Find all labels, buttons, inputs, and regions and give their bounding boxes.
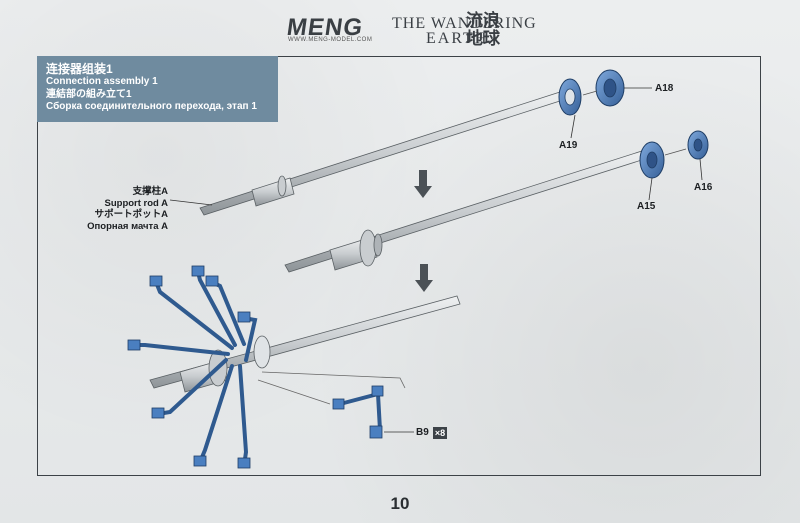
support-rod-label-ru: Опорная мачта A [87,220,168,232]
film-title-line1: THE WANDERING [392,15,537,32]
page-number: 10 [390,494,410,513]
label-b9: B9 [416,427,429,438]
wandering-earth-logo: THE WANDERING EARTH [392,15,537,47]
b9-leader-line [261,371,406,389]
support-rod-step3 [149,295,461,393]
support-rod-label: 支撑柱A Support rod A サポートポットA Опорная мачт… [78,186,168,232]
step-arrow-1 [414,170,432,198]
label-a16: A16 [694,182,713,193]
step-title-ru: Сборка соединительного перехода, этап 1 [46,101,257,112]
film-title-line2: EARTH [426,30,489,47]
support-rod-label-ja: サポートポットA [94,209,168,220]
part-b9 [332,385,414,439]
support-rod-label-zh: 支撑柱A [132,186,168,197]
step-title-zh: 连接器组装1 [46,62,113,76]
label-a15: A15 [637,201,656,212]
step-arrow-2 [415,264,433,292]
part-a18 [582,69,652,107]
part-a15 [639,141,665,179]
film-chinese-calligraphy: 流浪地球 [466,11,500,49]
part-a16 [664,130,709,160]
support-rod-label-en: Support rod A [104,197,169,209]
part-a19 [558,78,582,116]
b9-quantity-badge: ×8 [433,427,447,439]
step-title-box: 连接器组装1 Connection assembly 1 連結部の組み立て1 С… [37,56,278,122]
meng-url: WWW.MENG-MODEL.COM [288,37,373,43]
label-a19: A19 [559,140,578,151]
label-a18: A18 [655,83,674,94]
step-title-en: Connection assembly 1 [46,76,158,87]
header: MENG WWW.MENG-MODEL.COM THE WANDERING EA… [0,8,800,48]
step-title-ja: 連結部の組み立て1 [46,88,132,100]
support-rod-step1 [199,91,564,216]
instruction-frame [37,56,761,476]
